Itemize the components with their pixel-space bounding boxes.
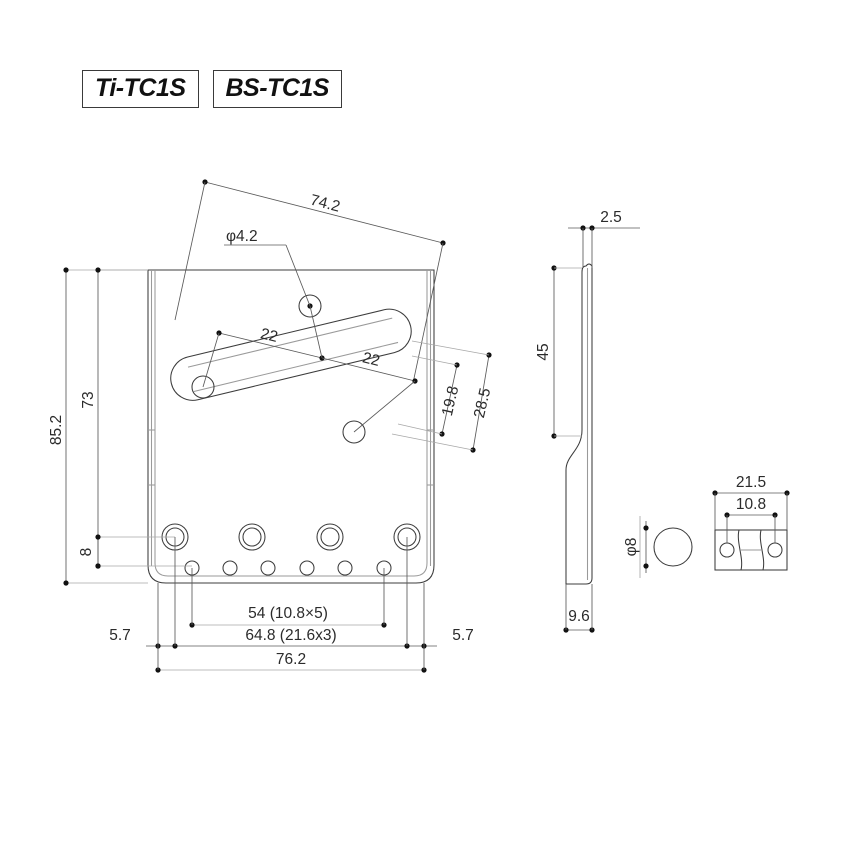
dim-base-width-9-6: 9.6	[563, 584, 595, 633]
dim-slot-length-74-2: 74.2	[174, 179, 446, 384]
saddle-top-view: 21.5 10.8	[712, 474, 790, 571]
saddle-circle	[653, 527, 693, 567]
string-through-holes	[184, 560, 392, 576]
dim-label-5-7-right: 5.7	[452, 627, 474, 644]
dim-label-64-8: 64.8 (21.6x3)	[245, 627, 336, 644]
dim-slot-pitch-22-right: 22	[321, 349, 418, 433]
dim-label-54: 54 (10.8×5)	[248, 605, 328, 622]
dim-saddle-screw-pitch-10-8: 10.8	[724, 496, 778, 543]
plate-outline	[147, 269, 435, 584]
dim-label-76-2: 76.2	[276, 651, 306, 668]
dim-plate-height-73: 73	[80, 267, 148, 569]
saddle-screw-hole-left	[719, 542, 735, 558]
title-badge-group: Ti-TC1S BS-TC1S	[82, 70, 342, 109]
dim-label-85-2: 85.2	[48, 415, 65, 445]
bridge-plate-top-view	[147, 269, 435, 584]
pickup-slot-inner-line-top	[187, 317, 393, 368]
saddle-string-groove-left	[737, 529, 743, 571]
dim-label-2-5: 2.5	[600, 209, 622, 226]
dim-label-10-8: 10.8	[736, 496, 766, 513]
string-hole-3	[260, 560, 276, 576]
screw-hole-3-outer	[316, 523, 344, 551]
dim-label-22-left: 22	[259, 325, 280, 346]
mounting-screw-holes	[161, 523, 421, 551]
string-hole-2	[222, 560, 238, 576]
dim-label-28-5: 28.5	[471, 386, 494, 419]
dim-label-19-8: 19.8	[439, 384, 462, 417]
dim-slot-offset-19-8: 19.8	[397, 355, 462, 437]
dim-hole-row-offset-8: 8	[78, 534, 192, 569]
bridge-plate-side-view	[565, 263, 593, 585]
dim-label-phi-8: φ8	[623, 538, 640, 557]
dim-label-73: 73	[80, 391, 97, 408]
dim-screw-hole-span-64-8: 64.8 (21.6x3)	[146, 537, 437, 649]
screw-hole-3-inner	[320, 527, 340, 547]
dim-slot-offset-28-5: 28.5	[391, 340, 494, 453]
saddle-end-view: φ8	[623, 516, 693, 578]
pickup-hole-center	[298, 294, 322, 318]
dim-flat-height-45: 45	[535, 265, 582, 439]
dim-slot-pitch-22-left: 22	[202, 305, 325, 388]
string-hole-5	[337, 560, 353, 576]
dim-string-hole-span-54: 54 (10.8×5)	[189, 568, 387, 628]
dim-label-74-2: 74.2	[308, 192, 341, 216]
dim-saddle-width-21-5: 21.5	[712, 474, 790, 530]
side-profile-outline	[565, 263, 593, 585]
pickup-slot-inner-line-bottom	[193, 341, 399, 392]
dim-label-22-right: 22	[361, 349, 382, 370]
saddle-screw-hole-right	[767, 542, 783, 558]
dim-label-phi-4-2: φ4.2	[226, 228, 258, 245]
dim-label-9-6: 9.6	[568, 608, 590, 625]
title-badge-bs-tc1s: BS-TC1S	[212, 70, 342, 109]
dim-pickup-hole-dia-4-2: φ4.2	[224, 228, 311, 307]
dim-label-45: 45	[535, 343, 552, 360]
dim-overall-height-85-2: 85.2	[48, 267, 148, 586]
pickup-cavity-slot	[170, 308, 412, 401]
pickup-hole-left	[191, 375, 215, 399]
dim-plate-thickness-2-5: 2.5	[568, 209, 640, 268]
screw-hole-2-inner	[242, 527, 262, 547]
plate-inner-outline	[154, 270, 428, 577]
title-badge-ti-tc1s: Ti-TC1S	[82, 70, 199, 109]
string-hole-4	[299, 560, 315, 576]
saddle-body-rect	[714, 529, 788, 571]
dim-overall-width-76-2: 76.2	[155, 583, 427, 673]
dim-label-5-7-left: 5.7	[109, 627, 131, 644]
dim-label-8: 8	[78, 548, 95, 557]
dim-label-21-5: 21.5	[736, 474, 766, 491]
screw-hole-2-outer	[238, 523, 266, 551]
pickup-slot-outline	[170, 308, 412, 401]
pickup-hole-right	[342, 420, 366, 444]
